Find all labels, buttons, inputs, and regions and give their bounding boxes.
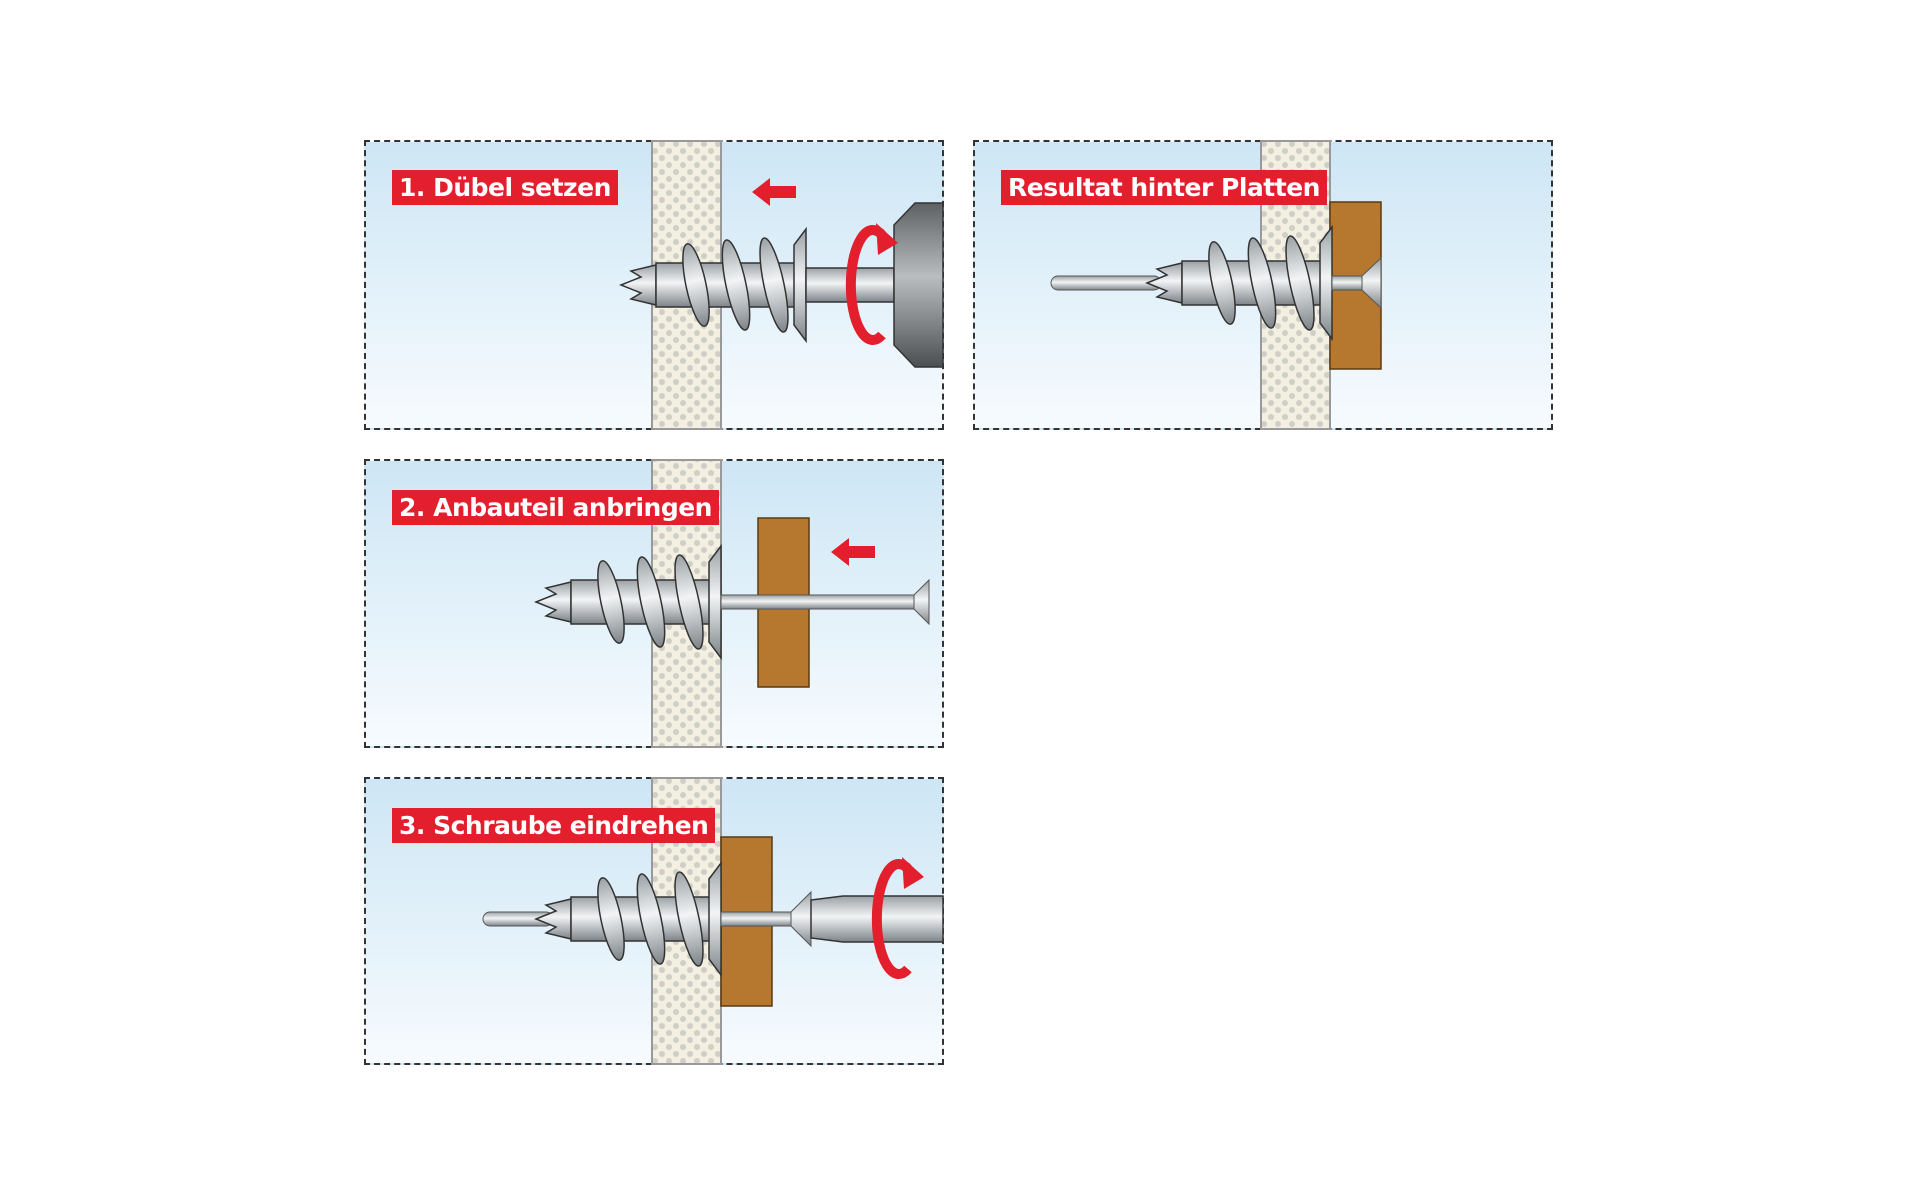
screw-shaft (720, 911, 792, 927)
step-3-label: 3. Schraube eindrehen (392, 808, 716, 843)
left-arrow-icon (831, 538, 875, 566)
step-1-label: 1. Dübel setzen (392, 170, 618, 205)
screw-head (913, 578, 930, 626)
left-arrow-icon (752, 178, 796, 206)
screw-shaft (1331, 275, 1363, 291)
screw-shaft (720, 594, 915, 610)
screw-thread (1050, 275, 1162, 291)
result-label: Resultat hinter Platten (1001, 170, 1327, 205)
screw-head (790, 890, 812, 948)
step-2-label: 2. Anbauteil anbringen (392, 490, 719, 525)
screw-head (1361, 256, 1382, 310)
drill-chuck (893, 202, 944, 368)
